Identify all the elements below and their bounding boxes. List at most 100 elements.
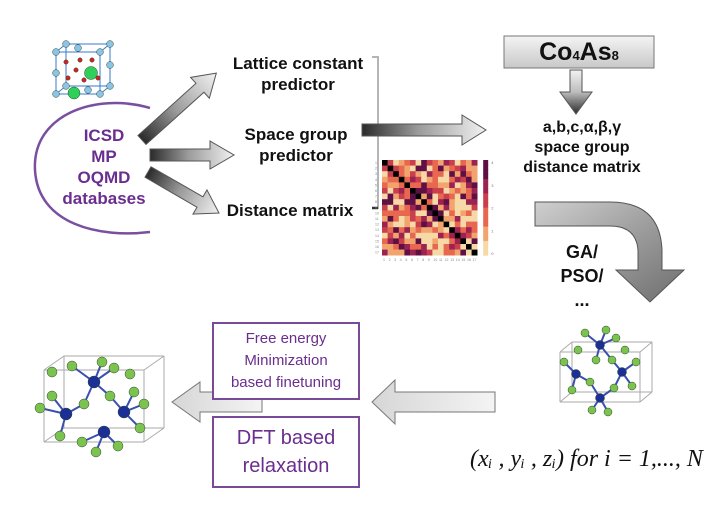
heatmap-cell [382,238,388,245]
red-atom [95,75,101,81]
heatmap-cell [404,171,411,178]
heatmap-cell [393,199,400,206]
green-atom [90,446,102,458]
outputs-space-group: space group [534,139,630,156]
heatmap-cell [432,165,439,172]
heatmap-cell [410,216,416,222]
heatmap-cell [443,160,450,166]
heatmap-cell [387,160,394,166]
colorbar-segment [483,174,489,180]
heatmap-cell [421,238,428,245]
light-blue-atom [74,44,82,52]
heatmap-cell [449,171,456,178]
heatmap-cell [398,216,405,222]
colorbar-segment [483,217,489,223]
heatmap-y-tick: 14 [375,234,379,238]
arrow-to-distance-matrix [144,166,220,215]
heatmap-y-tick: 9 [375,206,377,210]
heatmap-cell [398,165,405,172]
green-atom [76,436,88,448]
heatmap-cell [443,221,450,228]
heatmap-cell [421,249,428,256]
predicted-outputs-label: a,b,c,α,β,γ space group distance matrix [512,118,652,178]
heatmap-cell [460,199,467,206]
heatmap-cell [421,188,428,194]
light-blue-atom [106,82,114,90]
heatmap-cell [398,232,405,239]
heatmap-cell [421,232,428,239]
heatmap-y-tick: 1 [375,161,377,165]
heatmap-cell [466,188,472,194]
heatmap-cell [471,221,478,228]
outputs-distance-matrix: distance matrix [523,159,641,176]
heatmap-cell [466,238,472,245]
heatmap-cell [454,171,461,178]
heatmap-cell [382,193,388,200]
heatmap-cell [393,204,400,211]
colorbar-segment [483,212,489,218]
blue-atom [59,407,73,421]
arrow-to-outputs [361,114,487,146]
heatmap-cell [466,249,472,256]
optimizer-ellipsis: ... [574,290,590,310]
heatmap-cell [382,216,388,222]
heatmap-cell [460,216,467,222]
heatmap-cell [410,221,416,228]
red-atom [81,77,87,83]
heatmap-cell [387,221,394,228]
heatmap-cell [387,171,394,178]
optimizer-label: GA/ PSO/ ... [552,240,612,312]
heatmap-cell [421,210,428,217]
cell-edge [639,391,653,403]
heatmap-cell [466,182,472,189]
lattice-constant-predictor-label: Lattice constant predictor [218,53,378,95]
heatmap-cell [460,160,467,166]
heatmap-cell [454,221,461,228]
heatmap-x-tick: 5 [405,258,407,262]
heatmap-cell [393,221,400,228]
heatmap-cell [382,199,388,206]
heatmap-cell [426,176,433,183]
heatmap-cell [432,171,439,178]
predicted-crystal-structure [559,325,653,417]
heatmap-cell [393,165,400,172]
heatmap-cell [393,210,400,217]
heatmap-y-tick: 4 [375,178,377,182]
heatmap-cell [471,238,478,245]
heatmap-cell [471,232,478,239]
colorbar-segment [483,160,489,166]
free-energy-box: Free energy Minimization based finetunin… [212,322,360,400]
heatmap-cell [443,165,450,172]
heatmap-cell [404,216,411,222]
colorbar-segment [483,250,489,256]
green-atom [580,328,590,338]
blue-atom [617,367,627,377]
heatmap-cell [404,165,411,172]
heatmap-cell [426,244,433,250]
heatmap-cell [404,249,411,256]
heatmap-cell [454,165,461,172]
heatmap-cell [387,188,394,194]
heatmap-y-tick: 5 [375,183,377,187]
heatmap-cell [438,171,444,178]
heatmap-cell [454,176,461,183]
heatmap-cell [466,210,472,217]
heatmap-cell [454,199,461,206]
heatmap-cell [410,182,416,189]
heatmap-x-tick: 3 [394,258,396,262]
green-atom [124,368,136,380]
heatmap-cell [432,232,439,239]
heatmap-cell [438,188,444,194]
heatmap-cell [432,182,439,189]
heatmap-y-tick: 10 [375,211,379,215]
colorbar-tick-label: 1 [491,228,494,233]
heatmap-cell [466,165,472,172]
input-crystal-structure [52,40,114,100]
heatmap-cell [410,199,416,206]
outputs-lattice-params: a,b,c,α,β,γ [542,119,622,136]
heatmap-x-tick: 7 [417,258,419,262]
heatmap-cell [466,232,472,239]
distance-matrix-heatmap: 4321011223344556677889910101111121213131… [375,160,494,262]
heatmap-cell [443,188,450,194]
heatmap-cell [443,193,450,200]
